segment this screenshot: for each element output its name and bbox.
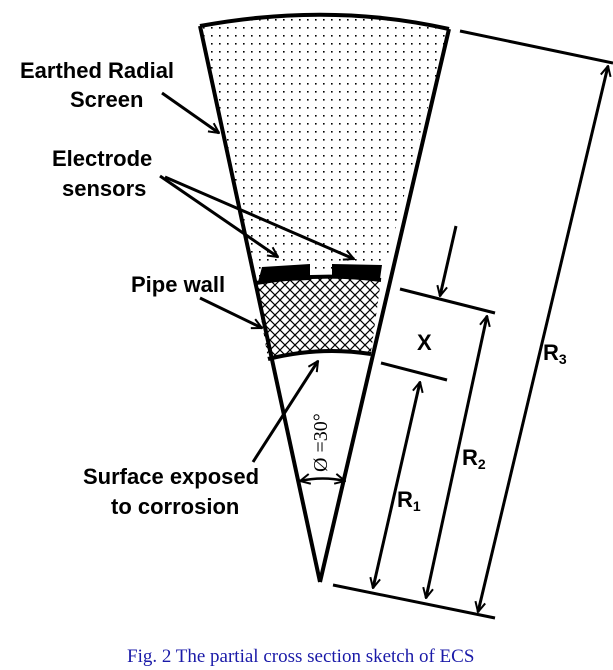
screen-leader-arrow [161,91,219,133]
r1-dimension-arrow [373,382,420,588]
angle-label: Ø =30° [310,413,332,472]
base-extension-bottom [332,583,496,620]
sensor-leader-arrow-left [159,174,278,257]
r2-label: R2 [462,445,486,472]
electrode-sensor-right [332,264,382,279]
sensors-label-line1: Electrode [52,146,152,171]
sector-left-edge [198,25,322,583]
sector-right-edge [318,28,451,583]
x-label: X [417,330,432,355]
surface-label-line1: Surface exposed [83,464,259,489]
pipe-wall-label: Pipe wall [131,272,225,297]
sensors-label-line2: sensors [62,176,146,201]
r3-dimension-arrow [478,66,608,612]
pipe-wall-region [255,276,381,359]
r2-extension-top [399,287,496,315]
earthed-radial-screen-region [200,14,449,280]
sensor-leader-arrow-right [164,175,354,259]
electrode-sensor-left [258,264,310,282]
r1-extension-top [380,361,448,382]
screen-label-line2: Screen [70,87,143,112]
surface-label-line2: to corrosion [111,494,239,519]
x-pointer-arrow [440,225,458,296]
surface-leader-arrow [251,361,320,463]
figure-caption: Fig. 2 The partial cross section sketch … [127,646,474,667]
angle-arc [300,479,345,482]
r3-label: R3 [543,340,567,367]
r1-label: R1 [397,487,421,514]
r3-extension-top [459,29,613,65]
pipe-wall-inner-arc [267,348,372,361]
screen-outer-arc [199,12,450,31]
screen-label-line1: Earthed Radial [20,58,174,83]
pipe-wall-leader-arrow [199,296,262,330]
